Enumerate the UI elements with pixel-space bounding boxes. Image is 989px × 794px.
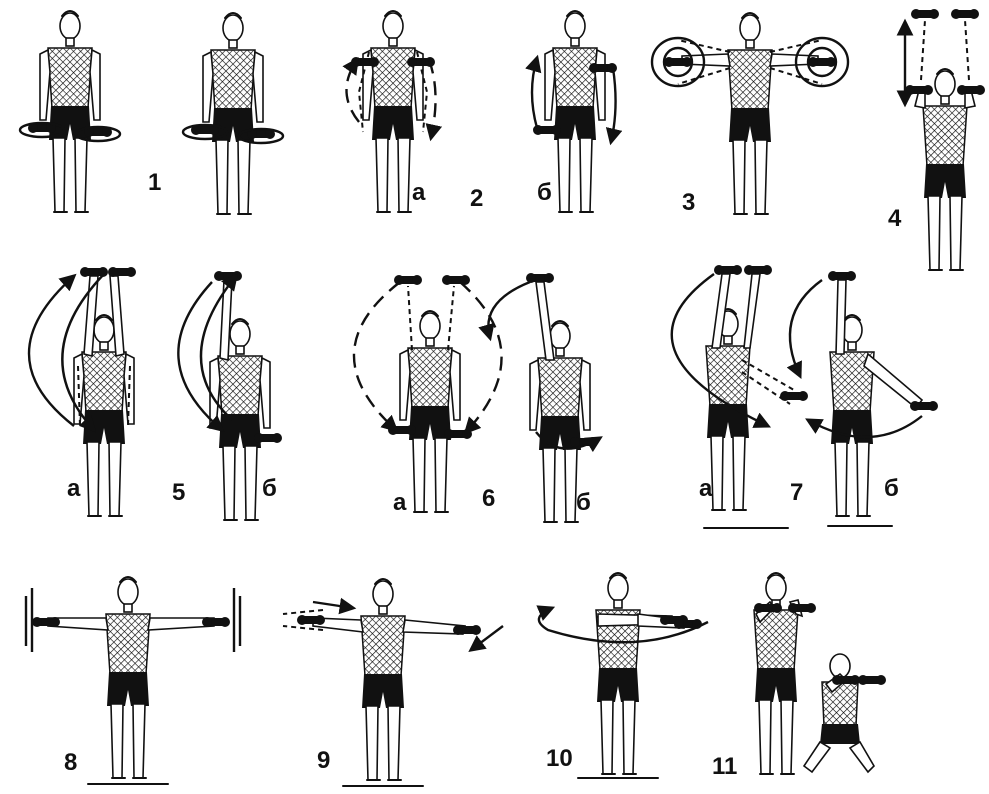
label-ex2-a: а [412, 179, 426, 206]
figure-1a [20, 11, 120, 212]
label-ex7: 7 [790, 479, 803, 506]
figure-11a [754, 573, 816, 774]
figure-9 [283, 579, 503, 786]
figure-8 [26, 577, 240, 784]
label-ex8: 8 [64, 749, 77, 776]
label-ex7-b: б [884, 475, 899, 502]
label-ex10: 10 [546, 745, 573, 772]
figure-7b [790, 271, 938, 526]
figure-6a [354, 275, 502, 512]
label-ex6-b: б [576, 489, 591, 516]
label-ex5: 5 [172, 479, 185, 506]
figure-7a [672, 265, 808, 528]
label-ex5-b: б [262, 475, 277, 502]
figure-5a [29, 267, 136, 516]
label-ex9: 9 [317, 747, 330, 774]
label-ex2: 2 [470, 185, 483, 212]
label-ex4: 4 [888, 205, 902, 232]
figure-4 [905, 9, 985, 270]
figure-3 [652, 13, 848, 214]
label-ex7-a: а [699, 475, 713, 502]
label-ex2-b: б [537, 179, 552, 206]
figure-6b [488, 273, 600, 522]
label-ex6-a: а [393, 489, 407, 516]
label-ex1: 1 [148, 169, 161, 196]
label-ex6: 6 [482, 485, 495, 512]
label-ex5-a: а [67, 475, 81, 502]
label-ex3: 3 [682, 189, 695, 216]
figure-11b [804, 654, 886, 772]
figure-1b [183, 13, 283, 214]
label-ex11: 11 [712, 753, 737, 780]
